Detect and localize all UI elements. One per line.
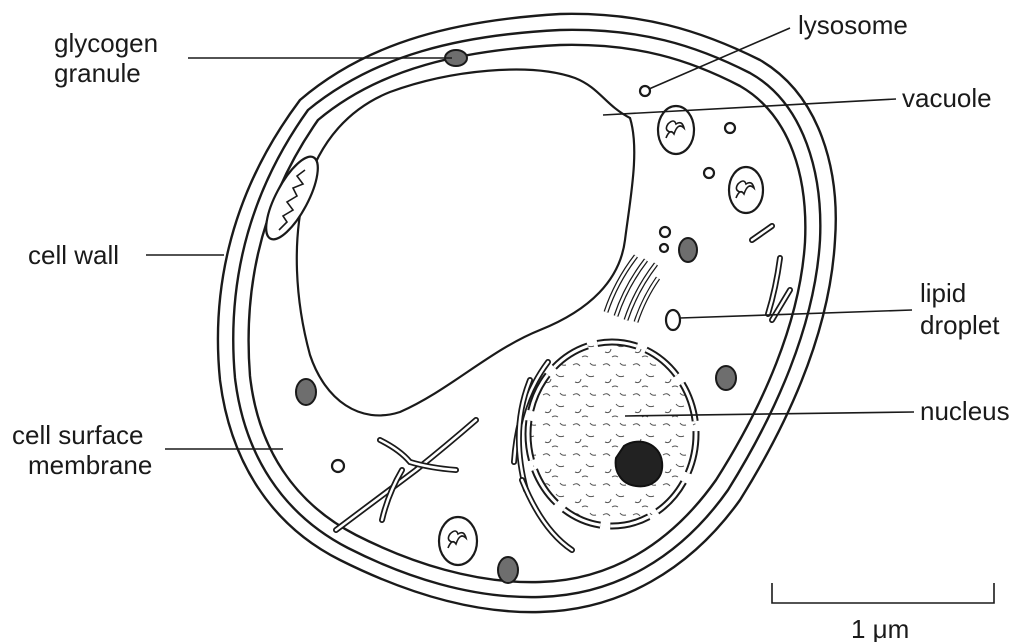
label-cell-wall: cell wall <box>28 240 119 270</box>
mitochondrion-bottom <box>439 517 477 565</box>
label-membrane-2: membrane <box>28 450 152 480</box>
vesicle <box>332 460 344 472</box>
mitochondrion-top-right <box>658 106 694 154</box>
mitochondrion-right <box>729 167 763 213</box>
label-lipid-1: lipid <box>920 278 966 308</box>
leader-lipid <box>680 310 912 318</box>
label-glycogen-1: glycogen <box>54 28 158 58</box>
glycogen-granule <box>498 557 518 583</box>
glycogen-granule <box>679 238 697 262</box>
glycogen-granule <box>716 366 736 390</box>
label-glycogen-2: granule <box>54 58 141 88</box>
glycogen-granule <box>296 379 316 405</box>
endoplasmic-reticulum-right <box>752 226 790 320</box>
nucleolus <box>616 442 663 487</box>
leader-vacuole <box>603 99 896 115</box>
endoplasmic-reticulum-left <box>336 420 476 530</box>
vesicle <box>704 168 714 178</box>
label-nucleus: nucleus <box>920 396 1010 426</box>
label-vacuole: vacuole <box>902 83 992 113</box>
label-membrane-1: cell surface <box>12 420 144 450</box>
nucleus-shape <box>528 342 696 526</box>
label-lysosome: lysosome <box>798 10 908 40</box>
vesicle <box>725 123 735 133</box>
scale-bar: 1 μm <box>772 583 994 642</box>
label-lipid-2: droplet <box>920 310 1000 340</box>
scale-bar-label: 1 μm <box>851 614 909 642</box>
vesicle <box>660 227 670 237</box>
lipid-droplet-shape <box>666 310 680 330</box>
lysosome-shape <box>640 86 650 96</box>
vesicle <box>660 244 668 252</box>
